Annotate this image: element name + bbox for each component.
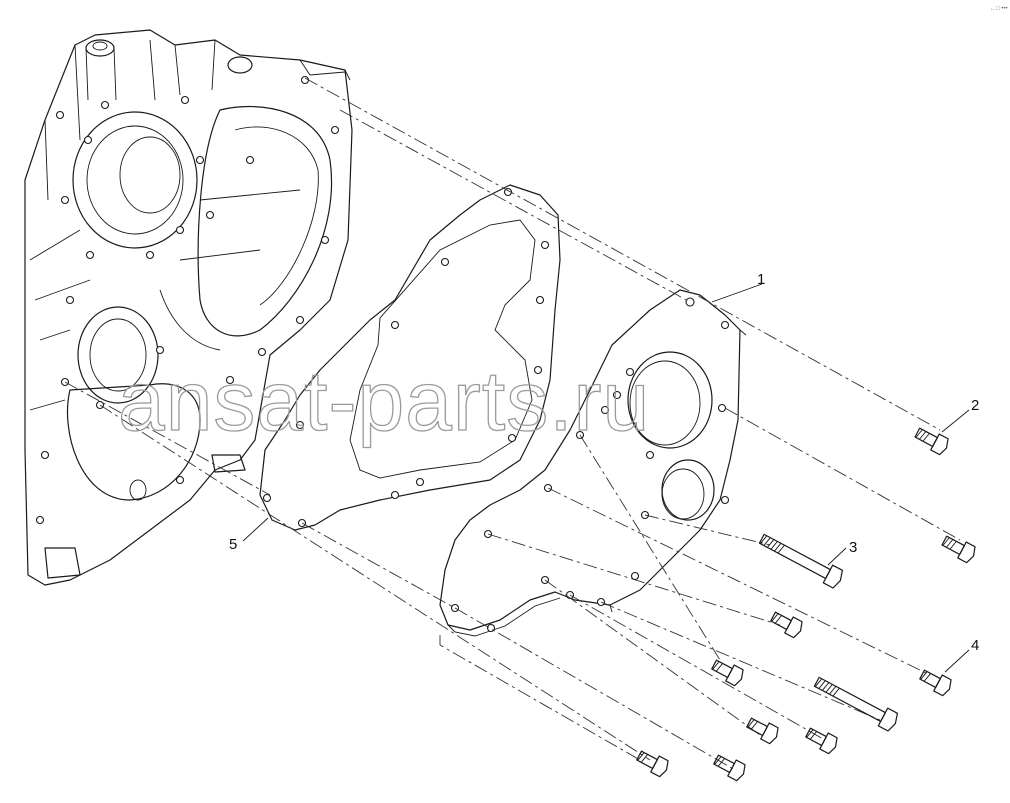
gasket [259,184,561,531]
corner-tag: ←□ ••• [990,6,1008,12]
bolt-small-f [713,754,746,782]
bolt-small-b [711,659,744,687]
watermark-text: ansat-parts.ru [118,354,650,448]
bolt-small-e [636,750,669,778]
callout-2: 2 [971,397,979,414]
bolt-item-4 [919,669,952,697]
gasket-bolt-holes [262,187,550,528]
callout-4: 4 [971,637,979,654]
bolt-small-d [805,727,838,755]
assembly-lines [64,77,961,771]
bolt-item-3-long-lower [813,676,899,732]
bolt-item-2-upper [914,427,949,456]
engine-block-housing [24,29,353,586]
callout-1: 1 [757,271,765,288]
bolt-small-a [770,611,803,639]
bolt-item-2-lower [941,535,976,564]
cover-bolt-holes [450,297,730,633]
block-bolt-holes [35,75,340,525]
callout-leaders [242,283,970,673]
bolt-item-3-long-upper [758,533,844,589]
callout-3: 3 [849,539,857,556]
callout-5: 5 [229,536,237,553]
front-cover-plate [439,289,747,637]
bolt-small-c [746,717,779,745]
bolts [636,427,976,782]
